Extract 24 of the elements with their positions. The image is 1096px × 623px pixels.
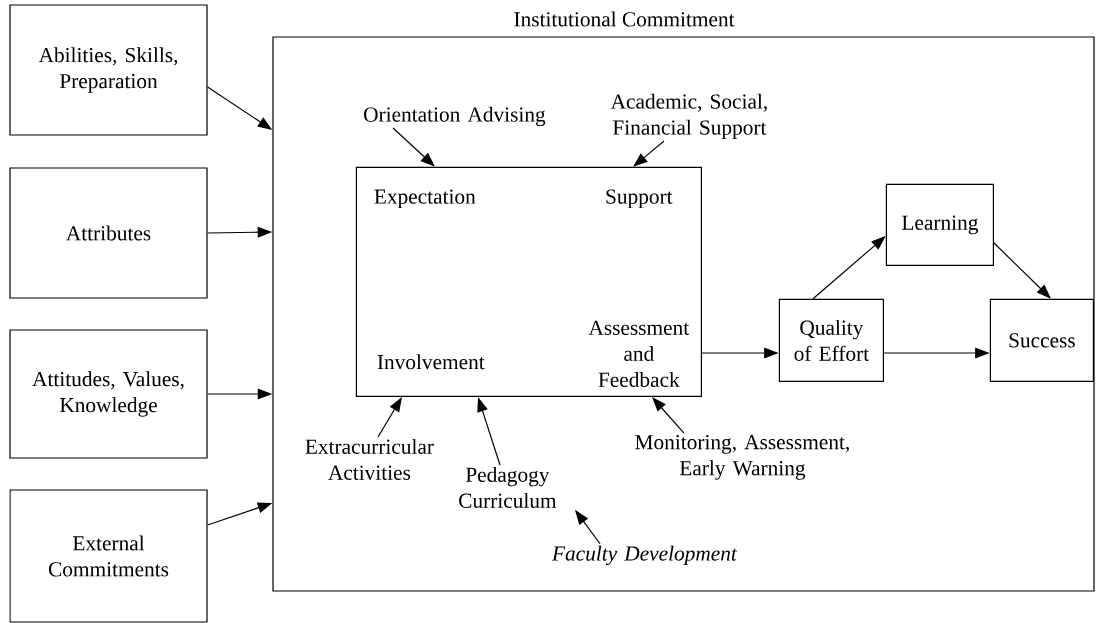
box-label: Support [606, 189, 673, 209]
box: External Commitments [9, 489, 208, 623]
text-label: Academic, Social, Financial Support [610, 93, 767, 140]
arrow [633, 140, 665, 167]
box-label: Involvement [377, 354, 485, 370]
arrow [812, 236, 886, 300]
box: Quality of Effort [778, 298, 884, 382]
text-label: Faculty Development [551, 545, 738, 566]
heading: Institutional Commitment [514, 11, 735, 27]
text-label: Pedagogy Curriculum [459, 466, 557, 508]
text-label: Extracurricular Activities [305, 438, 434, 480]
box: Attitudes, Values, Knowledge [9, 329, 208, 459]
arrow [377, 397, 402, 438]
box: Attributes [9, 167, 208, 299]
text-label: Monitoring, Assessment, Early Warning [635, 435, 849, 480]
box: Learning [885, 183, 994, 266]
arrow [993, 242, 1051, 299]
text-label: Orientation Advising [364, 106, 546, 127]
box-label: Expectation [374, 189, 476, 209]
arrow [392, 127, 435, 167]
box-label: Assessment and Feedback [588, 320, 690, 387]
box: Abilities, Skills, Preparation [9, 4, 208, 136]
arrow [652, 397, 685, 434]
box: Success [989, 298, 1094, 382]
